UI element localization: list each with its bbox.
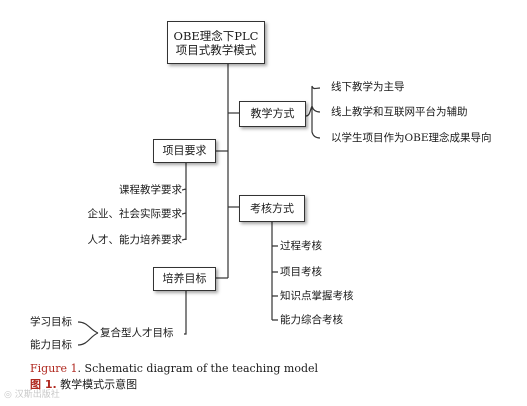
caption-en-figure-number: Figure 1 [30,362,78,375]
project-requirements-item-1: 课程教学要求 [119,184,182,196]
publisher-watermark: ◎ 汉斯出版社 [4,387,60,400]
teaching-method-item-1: 线下教学为主导 [331,81,405,93]
watermark-text: 汉斯出版社 [14,390,60,400]
training-goal-item-2: 能力目标 [30,339,72,351]
caption-chinese: 图 1. 教学模式示意图 [30,376,137,392]
assessment-item-2: 项目考核 [280,266,322,278]
assessment-item-4: 能力综合考核 [280,314,343,326]
project-requirements-item-2: 企业、社会实际要求 [87,208,183,220]
root-line-2: 项目式教学模式 [175,42,257,57]
caption-cn-figure-number: 图 1. [30,378,57,391]
training-goal-node: 培养目标 [153,267,216,291]
watermark-icon: ◎ [4,390,12,400]
caption-en-text: . Schematic diagram of the teaching mode… [77,362,319,375]
training-goal-item-1: 学习目标 [30,316,72,328]
assessment-item-1: 过程考核 [280,240,322,252]
project-requirements-node: 项目要求 [153,139,216,163]
assessment-item-3: 知识点掌握考核 [280,290,354,302]
training-goal-branch [184,291,187,335]
caption-cn-text: 教学模式示意图 [56,378,138,391]
sub-goal-bracket [77,321,99,346]
teaching-method-node: 教学方式 [239,101,306,127]
training-goal-sub-label: 复合型人才目标 [100,327,174,339]
assessment-method-node: 考核方式 [239,195,305,222]
assessment-branch [271,222,278,321]
teaching-method-item-3: 以学生项目作为OBE理念成果导向 [331,132,492,144]
root-node: OBE理念下PLC 项目式教学模式 [167,21,265,64]
root-line-1: OBE理念下PLC [173,28,259,43]
teaching-method-branch [305,85,321,139]
project-requirements-branch [181,163,187,241]
teaching-method-item-2: 线上教学和互联网平台为辅助 [331,106,468,118]
project-requirements-item-3: 人才、能力培养要求 [87,234,183,246]
caption-english: Figure 1. Schematic diagram of the teach… [30,362,318,375]
